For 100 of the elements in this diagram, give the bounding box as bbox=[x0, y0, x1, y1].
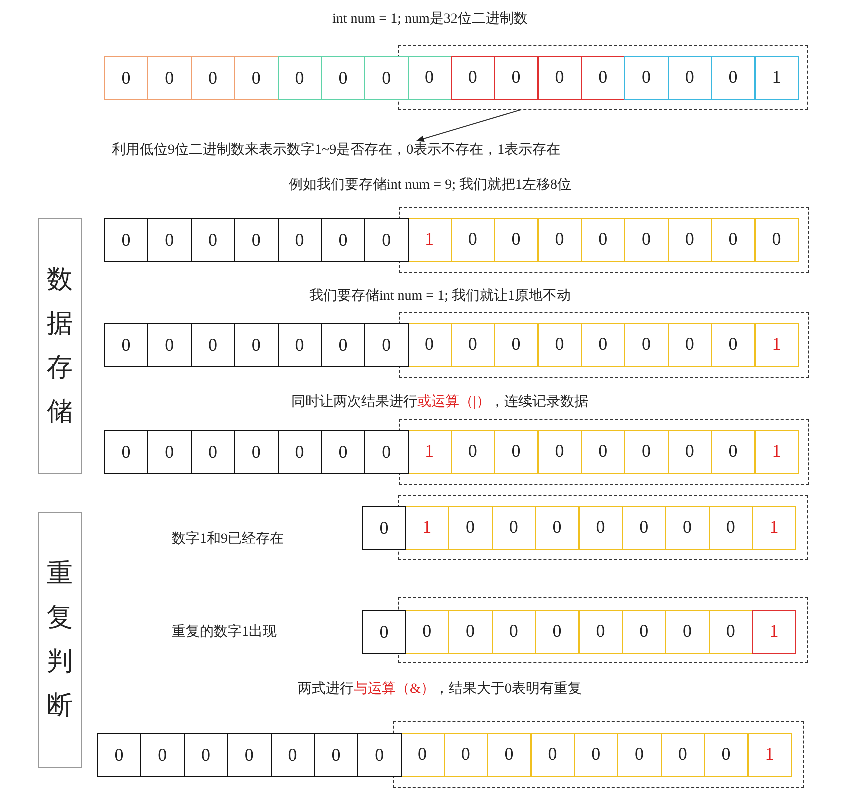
bit-cell: 0 bbox=[711, 322, 756, 366]
bit-cell: 0 bbox=[704, 732, 748, 776]
bit-cell: 0 bbox=[362, 506, 406, 550]
bit-cell: 0 bbox=[444, 732, 488, 776]
bit-cell: 0 bbox=[578, 610, 623, 654]
bit-cell: 0 bbox=[321, 430, 366, 474]
bit-cell: 0 bbox=[278, 56, 322, 100]
bit-cell: 0 bbox=[190, 430, 236, 474]
bit-cell: 1 bbox=[748, 732, 792, 776]
bit-cell: 0 bbox=[234, 56, 279, 100]
dashed-frame bbox=[398, 495, 808, 560]
bit-cell: 0 bbox=[668, 218, 712, 262]
caption-text: 我们要存储int num = 1; 我们就让1原地不动 bbox=[310, 288, 571, 305]
bit-cell: 0 bbox=[624, 218, 669, 262]
bit-cell: 1 bbox=[754, 56, 799, 100]
bit-cell: 0 bbox=[708, 506, 754, 550]
bit-cell: 0 bbox=[487, 732, 532, 776]
bit-cell: 0 bbox=[190, 323, 236, 367]
bit-cell: 0 bbox=[314, 733, 358, 777]
bit-cell: 0 bbox=[270, 733, 315, 777]
bit-cell: 0 bbox=[104, 56, 148, 100]
dashed-frame bbox=[398, 45, 808, 110]
caption-text: 例如我们要存储int num = 9; 我们就把1左移8位 bbox=[289, 176, 572, 194]
bit-cell: 0 bbox=[140, 733, 185, 777]
bit-cell: 0 bbox=[708, 610, 754, 654]
heading-text: int num = 1; num是32位二进制数 bbox=[332, 10, 528, 28]
caption-text: 重复的数字1出现 bbox=[172, 623, 277, 641]
bit-cell: 0 bbox=[492, 610, 536, 654]
bit-cell: 0 bbox=[494, 430, 538, 474]
dashed-frame bbox=[399, 312, 809, 378]
bit-cell: 1 bbox=[407, 430, 452, 474]
bit-cell: 0 bbox=[668, 56, 712, 100]
bit-cell: 0 bbox=[448, 506, 493, 550]
bit-cell: 0 bbox=[580, 218, 626, 262]
caption-text: 两式进行与运算（&），结果大于0表明有重复 bbox=[298, 680, 582, 698]
bit-cell: 0 bbox=[357, 733, 402, 777]
bit-cell: 0 bbox=[364, 430, 409, 474]
bit-cell: 0 bbox=[147, 430, 192, 474]
arrow bbox=[416, 110, 522, 142]
bit-cell: 0 bbox=[665, 506, 710, 550]
bit-cell: 0 bbox=[364, 218, 409, 262]
caption-text: 同时让两次结果进行或运算（|），连续记录数据 bbox=[292, 394, 588, 411]
bit-cell: 0 bbox=[711, 430, 756, 474]
bit-cell: 0 bbox=[617, 732, 662, 776]
bit-cell: 0 bbox=[624, 322, 669, 366]
bit-cell: 0 bbox=[494, 322, 538, 366]
bit-cell: 0 bbox=[538, 430, 582, 474]
bit-cell: 0 bbox=[538, 218, 582, 262]
bit-cell: 0 bbox=[278, 430, 322, 474]
bit-cell: 0 bbox=[535, 506, 580, 550]
bit-cell: 0 bbox=[147, 56, 192, 100]
bit-cell: 0 bbox=[190, 218, 236, 262]
dashed-frame bbox=[399, 207, 809, 273]
bit-cell: 0 bbox=[147, 323, 192, 367]
bit-cell: 1 bbox=[754, 322, 799, 366]
bit-cell: 0 bbox=[624, 430, 669, 474]
bit-cell: 0 bbox=[407, 322, 452, 366]
bit-cell: 0 bbox=[234, 218, 279, 262]
bit-cell: 0 bbox=[538, 56, 582, 100]
bit-cell: 0 bbox=[754, 218, 799, 262]
bit-cell: 0 bbox=[190, 56, 236, 100]
bit-cell: 0 bbox=[278, 218, 322, 262]
bit-cell: 0 bbox=[530, 732, 575, 776]
bit-cell: 1 bbox=[404, 506, 450, 550]
bit-cell: 0 bbox=[97, 733, 142, 777]
bit-cell: 0 bbox=[234, 323, 279, 367]
bit-cell: 0 bbox=[711, 218, 756, 262]
dashed-frame bbox=[393, 721, 804, 788]
bit-cell: 0 bbox=[364, 56, 409, 100]
bit-cell: 0 bbox=[184, 733, 228, 777]
bit-cell: 0 bbox=[668, 430, 712, 474]
bit-cell: 0 bbox=[234, 430, 279, 474]
section-panel: 数据存储 bbox=[38, 218, 82, 474]
bit-cell: 0 bbox=[535, 610, 580, 654]
bit-cell: 0 bbox=[104, 430, 148, 474]
bit-cell: 0 bbox=[450, 56, 496, 100]
bit-cell: 0 bbox=[622, 610, 666, 654]
bit-cell: 0 bbox=[711, 56, 756, 100]
annotation-text: 利用低位9位二进制数来表示数字1~9是否存在，0表示不存在，1表示存在 bbox=[112, 141, 561, 159]
bit-cell: 0 bbox=[448, 610, 493, 654]
bit-cell: 0 bbox=[450, 218, 496, 262]
dashed-frame bbox=[398, 597, 808, 663]
caption-text: 数字1和9已经存在 bbox=[172, 530, 284, 548]
bit-cell: 0 bbox=[450, 430, 496, 474]
bit-cell: 0 bbox=[580, 430, 626, 474]
bit-cell: 1 bbox=[752, 610, 796, 654]
bit-cell: 1 bbox=[407, 218, 452, 262]
bit-cell: 0 bbox=[450, 322, 496, 366]
bit-cell: 0 bbox=[665, 610, 710, 654]
bit-cell: 0 bbox=[494, 218, 538, 262]
bit-cell: 0 bbox=[404, 610, 450, 654]
bit-cell: 0 bbox=[147, 218, 192, 262]
bit-cell: 1 bbox=[752, 506, 796, 550]
bit-cell: 0 bbox=[321, 323, 366, 367]
bit-cell: 0 bbox=[104, 323, 148, 367]
bit-cell: 0 bbox=[574, 732, 618, 776]
bit-cell: 1 bbox=[754, 430, 799, 474]
bit-cell: 0 bbox=[660, 732, 706, 776]
bit-cell: 0 bbox=[622, 506, 666, 550]
bit-cell: 0 bbox=[364, 323, 409, 367]
